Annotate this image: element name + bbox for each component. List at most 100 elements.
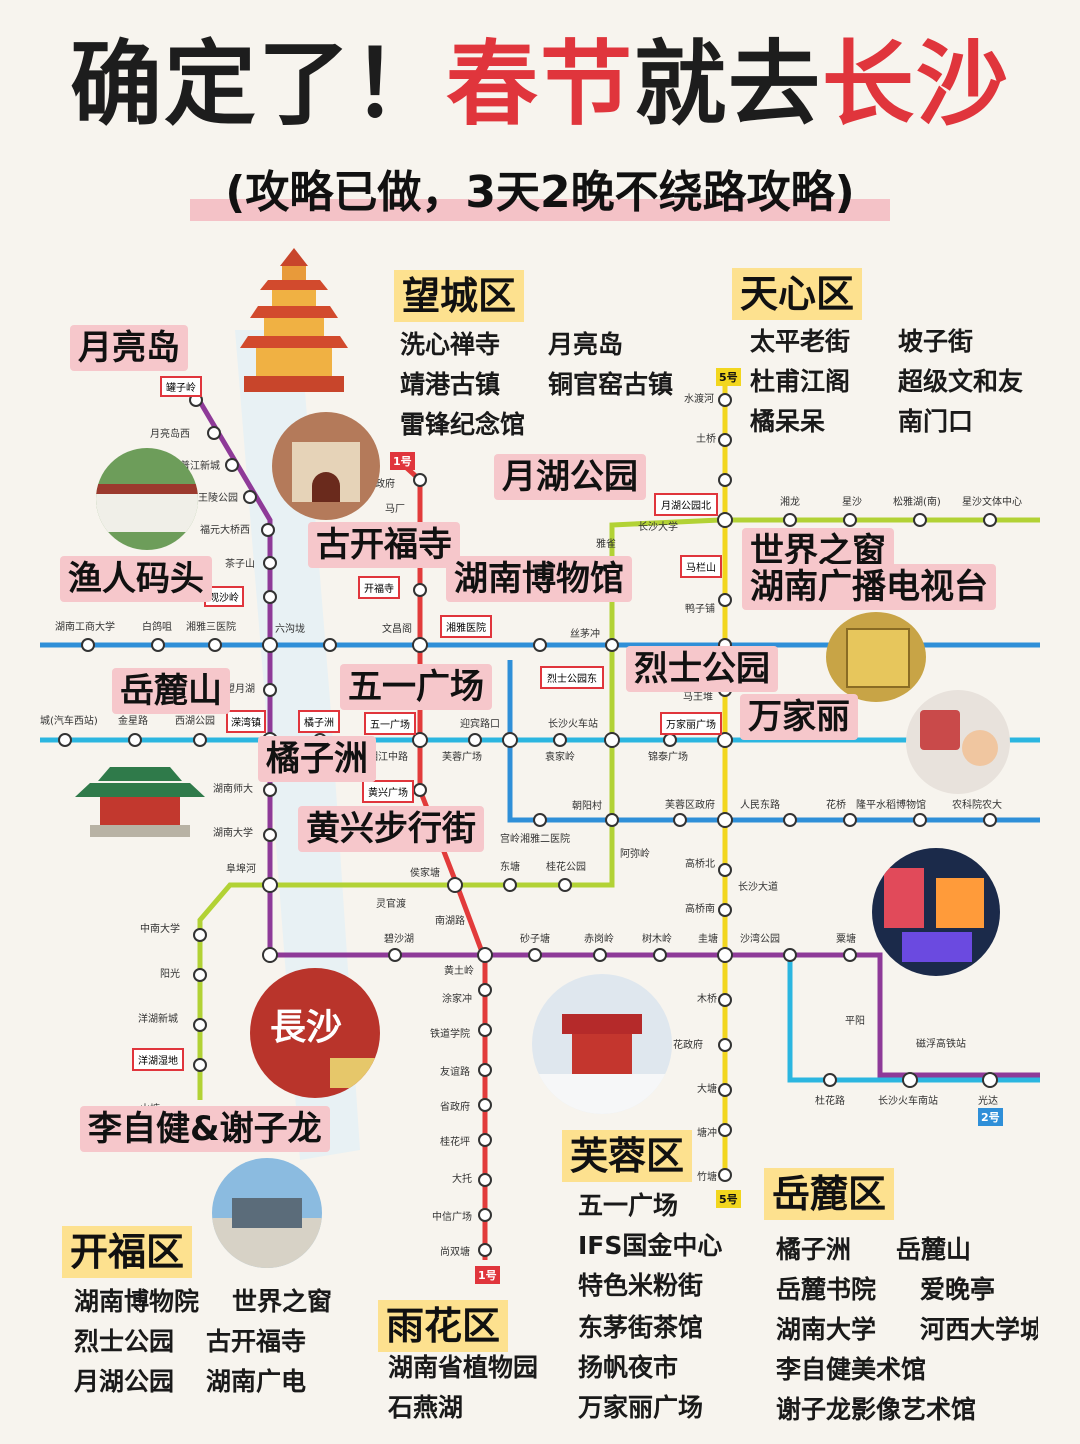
snow-temple-photo	[532, 974, 672, 1114]
spot-label: 万家丽	[740, 694, 858, 740]
district-yuelu: 岳麓区	[764, 1168, 895, 1220]
station	[718, 473, 732, 487]
station	[913, 513, 927, 527]
station-label: 湖南大学	[213, 828, 253, 839]
subtitle: (攻略已做，3天2晚不绕路攻略)	[190, 165, 890, 221]
station	[388, 948, 402, 962]
station	[128, 733, 142, 747]
station-label: 溁湾镇	[226, 710, 266, 733]
station-label: 袁家岭	[545, 752, 575, 763]
station-label: 省政府	[440, 1102, 470, 1113]
station-label: 灵官渡	[376, 899, 406, 910]
spot-label: 月湖公园	[494, 454, 646, 500]
district-item: 扬帆夜市	[578, 1353, 679, 1382]
station-label: 杜花路	[815, 1096, 845, 1107]
station-label: 湘江中路	[368, 752, 408, 763]
district-wangcheng: 望城区	[394, 270, 525, 322]
district-item: 爱晚亭	[920, 1275, 996, 1304]
station-label: 砂子塘	[520, 934, 550, 945]
station	[151, 638, 165, 652]
station-label: 开福寺	[358, 576, 400, 599]
station	[413, 473, 427, 487]
station	[558, 878, 572, 892]
district-item: IFS国金中心	[578, 1231, 723, 1260]
subtitle-text: (攻略已做，3天2晚不绕路攻略)	[225, 167, 855, 218]
station-label: 粟塘	[836, 934, 856, 945]
station	[653, 948, 667, 962]
station-label: 平阳	[845, 1016, 865, 1027]
station-label: 茶子山	[225, 559, 255, 570]
station-label: 王陵公园	[198, 493, 238, 504]
district-item: 湖南博物院	[74, 1287, 200, 1316]
district-item: 东茅街茶馆	[578, 1313, 704, 1342]
fishermans-wharf-photo	[96, 448, 198, 550]
station	[718, 1123, 732, 1137]
station	[533, 638, 547, 652]
station	[58, 733, 72, 747]
station	[262, 637, 278, 653]
station-label: 金星路	[118, 716, 148, 727]
station	[605, 813, 619, 827]
station-label: 铁道学院	[430, 1029, 470, 1040]
spot-label: 李自健&谢子龙	[80, 1106, 330, 1152]
spot-label: 古开福寺	[308, 522, 460, 568]
spot-label: 岳麓山	[112, 668, 230, 714]
spot-label: 烈士公园	[626, 646, 778, 692]
district-item: 南门口	[898, 407, 974, 436]
station	[81, 638, 95, 652]
station-label: 西湖公园	[175, 716, 215, 727]
district-item: 世界之窗	[232, 1287, 333, 1316]
station-label: 大塘	[697, 1084, 717, 1095]
station-label: 侯家塘	[410, 868, 440, 879]
station	[823, 1073, 837, 1087]
station	[323, 638, 337, 652]
title-part2: 春节	[445, 31, 634, 138]
district-item: 湖南广电	[206, 1367, 307, 1396]
station-label: 万家丽广场	[660, 712, 722, 735]
station	[983, 813, 997, 827]
station-label: 文昌阁	[382, 624, 412, 635]
station	[503, 878, 517, 892]
station	[243, 490, 257, 504]
station	[477, 947, 493, 963]
station	[193, 733, 207, 747]
station	[983, 513, 997, 527]
station	[468, 733, 482, 747]
calligraphy-mark: 長沙	[270, 1006, 343, 1048]
station	[208, 638, 222, 652]
station-label: 阳光	[160, 969, 180, 980]
station	[478, 1098, 492, 1112]
station-label: 土桥	[696, 434, 716, 445]
station	[478, 1133, 492, 1147]
line1-badge: 1号	[390, 452, 415, 470]
station-label: 洋湖新城	[138, 1014, 178, 1025]
station-label: 马王堆	[683, 692, 713, 703]
changsha-sign-photo: 長沙	[250, 968, 380, 1098]
station	[193, 928, 207, 942]
station-label: 隆平水稻博物馆	[856, 800, 926, 811]
station	[478, 1063, 492, 1077]
station-label: 高桥南	[685, 904, 715, 915]
station-label: 政府	[375, 479, 395, 490]
station-label: 长沙大道	[738, 882, 778, 893]
title-part3: 就去	[634, 31, 823, 138]
station-label: 长沙火车站	[548, 719, 598, 730]
station	[718, 393, 732, 407]
station	[913, 813, 927, 827]
station-label: 大托	[452, 1174, 472, 1185]
district-item: 李自健美术馆	[776, 1355, 927, 1384]
spot-label: 湖南广播电视台	[742, 564, 996, 610]
station	[262, 947, 278, 963]
station-label: 碧沙湖	[384, 934, 414, 945]
district-item: 烈士公园	[74, 1327, 175, 1356]
station-label: 南湖路	[435, 916, 465, 927]
district-item: 五一广场	[578, 1191, 679, 1220]
station	[604, 732, 620, 748]
district-item: 太平老街	[750, 327, 851, 356]
station-label: 鸭子铺	[685, 604, 715, 615]
station-label: 圭塘	[698, 934, 718, 945]
title-part4: 长沙	[822, 31, 1011, 138]
spot-label: 湖南博物馆	[446, 556, 632, 602]
line3-path	[197, 517, 1040, 1100]
station	[193, 968, 207, 982]
